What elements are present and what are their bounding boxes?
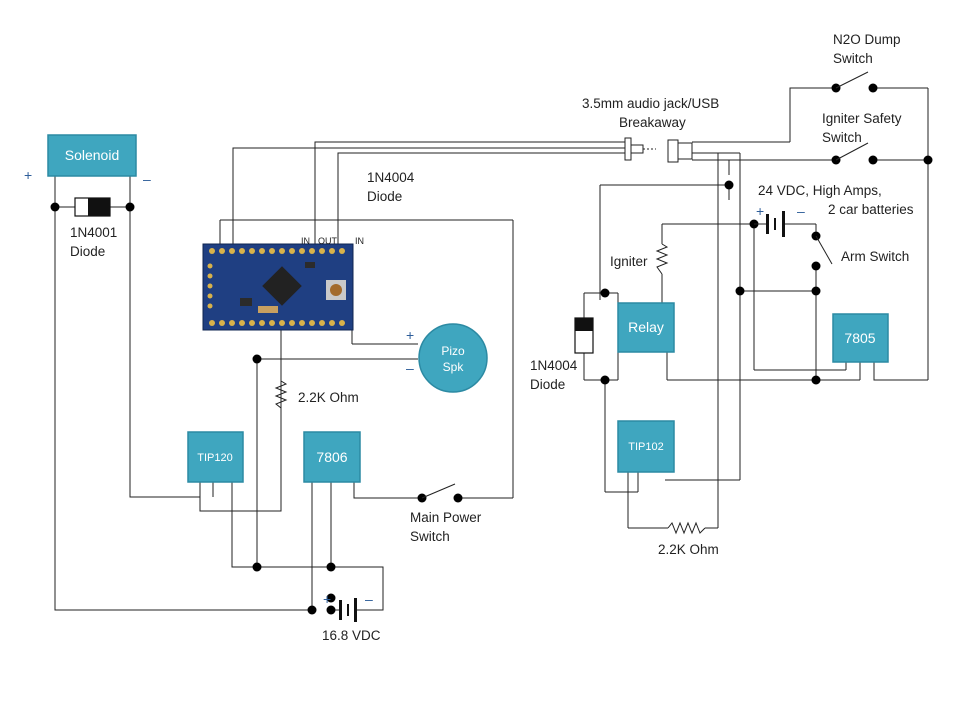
battery-right-sub: 2 car batteries (828, 202, 914, 217)
wires (54, 87, 929, 611)
relay: Relay (617, 302, 675, 353)
audio-jack-breakaway (624, 137, 693, 163)
tip120-transistor: TIP120 (187, 431, 244, 483)
component-label: 7806 (316, 449, 347, 465)
diode-1n4001 (74, 197, 111, 217)
n2o-switch-label: N2O Dump (833, 32, 901, 47)
igniter-resistor (655, 243, 669, 275)
diode-1n4004-right (574, 317, 594, 354)
battery-left (326, 598, 367, 622)
piezo-minus: – (406, 360, 414, 376)
piezo-speaker: Pizo Spk (418, 323, 488, 393)
solenoid-plus: + (24, 167, 32, 183)
component-label: Relay (628, 319, 664, 335)
main-power-switch-sub: Switch (410, 529, 450, 544)
solenoid-minus: – (143, 171, 151, 187)
arm-switch (815, 235, 833, 265)
diode-1n4001-label: 1N4001 (70, 225, 117, 240)
battery-left-plus: + (323, 591, 331, 607)
regulator-7806: 7806 (303, 431, 361, 483)
battery-right (754, 211, 800, 237)
battery-right-label: 24 VDC, High Amps, (758, 183, 882, 198)
resistor-left (274, 380, 288, 409)
battery-left-minus: – (365, 591, 373, 607)
igniter-label: Igniter (610, 254, 648, 269)
resistor-right-label: 2.2K Ohm (658, 542, 719, 557)
pin-in-2-label: IN (355, 236, 364, 246)
diode-1n4004-top-sub: Diode (367, 189, 402, 204)
audio-jack-label: 3.5mm audio jack/USB (582, 96, 719, 111)
resistor-left-label: 2.2K Ohm (298, 390, 359, 405)
diode-1n4004-right-label: 1N4004 (530, 358, 578, 373)
component-label: TIP120 (197, 452, 232, 464)
piezo-plus: + (406, 327, 414, 343)
pin-in-1-label: IN (301, 236, 310, 246)
pin-out-label: OUT (318, 236, 338, 246)
n2o-switch-sub: Switch (833, 51, 873, 66)
component-label: TIP102 (628, 441, 663, 453)
battery-left-label: 16.8 VDC (322, 628, 381, 643)
audio-jack-sub: Breakaway (619, 115, 686, 130)
solenoid: Solenoid (47, 134, 137, 177)
tip102-transistor: TIP102 (617, 420, 675, 473)
arm-switch-label: Arm Switch (841, 249, 909, 264)
component-label: 7805 (844, 330, 875, 346)
diode-1n4004-top-label: 1N4004 (367, 170, 415, 185)
igniter-safety-switch (835, 142, 869, 161)
resistor-right (667, 521, 706, 535)
microcontroller-board (202, 243, 354, 331)
regulator-7805: 7805 (832, 313, 889, 363)
igniter-safety-sub: Switch (822, 130, 862, 145)
diode-1n4001-sub: Diode (70, 244, 105, 259)
component-label: Solenoid (65, 147, 120, 163)
main-power-switch-label: Main Power (410, 510, 482, 525)
diode-1n4004-right-sub: Diode (530, 377, 565, 392)
n2o-dump-switch (835, 71, 869, 89)
component-label: Spk (443, 360, 465, 374)
junction-dots (50, 83, 933, 615)
component-label: Pizo (441, 344, 465, 358)
main-power-switch (421, 483, 456, 499)
igniter-safety-label: Igniter Safety (822, 111, 902, 126)
battery-right-plus: + (756, 203, 764, 219)
battery-right-minus: – (797, 203, 805, 219)
